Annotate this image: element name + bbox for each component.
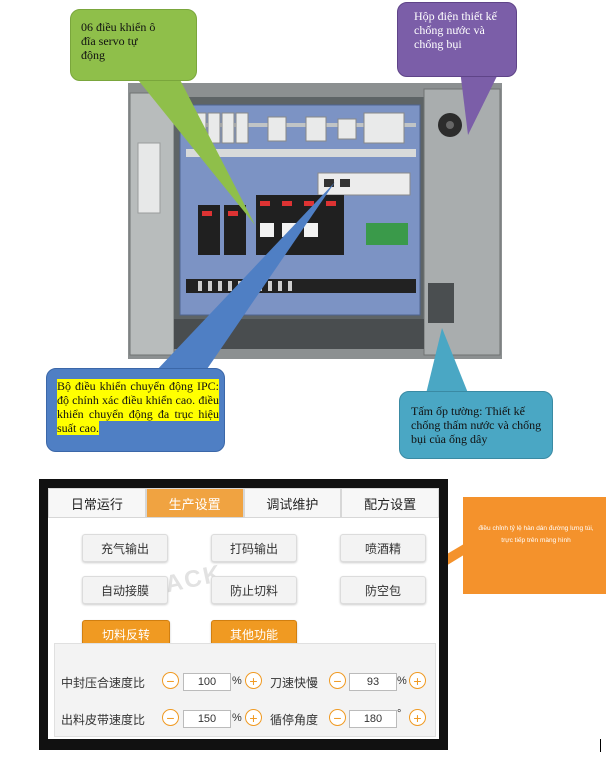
stop-angle-value[interactable]: 180: [349, 710, 397, 728]
hmi-display: 日常运行 生产设置 调试维护 配方设置 P PACK 充气输出 打码输出 喷酒精…: [48, 488, 439, 739]
belt-speed-label: 出料皮带速度比: [61, 713, 146, 727]
purple-pointer: [460, 70, 500, 135]
green-pointer: [130, 70, 255, 225]
belt-speed-unit: %: [232, 712, 242, 724]
callout-wall-panel-text: Tấm ốp tường: Thiết kế chống thấm nước v…: [411, 404, 542, 446]
callout-ipc: Bộ điều khiển chuyển động IPC: độ chính …: [46, 368, 225, 452]
hmi-tab-bar: 日常运行 生产设置 调试维护 配方设置: [48, 488, 439, 518]
stop-angle-label: 循停角度: [270, 713, 319, 727]
note-text: điều chỉnh tỷ lệ hàn dán đường lưng túi,…: [478, 525, 594, 544]
knife-speed-minus-icon[interactable]: −: [329, 672, 346, 689]
electrical-cabinet-photo: [128, 83, 502, 359]
knife-speed-value[interactable]: 93: [349, 673, 397, 691]
anti-cut-button[interactable]: 防止切料: [211, 576, 297, 604]
knife-speed-unit: %: [397, 675, 407, 687]
callout-servo: 06 điều khiển ô đĩa servo tự động: [70, 9, 197, 81]
tab-production-settings[interactable]: 生产设置: [145, 488, 244, 518]
stop-angle-unit: °: [397, 708, 402, 720]
seal-speed-label: 中封压合速度比: [61, 676, 146, 690]
belt-speed-plus-icon[interactable]: +: [245, 709, 262, 726]
tab-recipe-settings[interactable]: 配方设置: [341, 488, 439, 518]
knife-speed-label: 刀速快慢: [270, 676, 319, 690]
callout-electrical-box-text: Hộp điện thiết kế chống nước và chống bụ…: [414, 9, 497, 51]
text-caret: [600, 739, 601, 752]
hmi-screen-photo: 日常运行 生产设置 调试维护 配方设置 P PACK 充气输出 打码输出 喷酒精…: [39, 479, 448, 750]
seal-speed-unit: %: [232, 675, 242, 687]
inflate-output-button[interactable]: 充气输出: [82, 534, 168, 562]
belt-speed-minus-icon[interactable]: −: [162, 709, 179, 726]
teal-pointer: [425, 328, 470, 398]
spray-alcohol-button[interactable]: 喷酒精: [340, 534, 426, 562]
callout-electrical-box: Hộp điện thiết kế chống nước và chống bụ…: [397, 2, 517, 77]
tab-debug-maintenance[interactable]: 调试维护: [243, 488, 342, 518]
tab-daily-run[interactable]: 日常运行: [48, 488, 146, 518]
anti-empty-bag-button[interactable]: 防空包: [340, 576, 426, 604]
belt-speed-value[interactable]: 150: [183, 710, 231, 728]
print-output-button[interactable]: 打码输出: [211, 534, 297, 562]
stop-angle-plus-icon[interactable]: +: [409, 709, 426, 726]
seal-speed-minus-icon[interactable]: −: [162, 672, 179, 689]
callout-servo-text: 06 điều khiển ô đĩa servo tự động: [81, 20, 156, 62]
seal-speed-value[interactable]: 100: [183, 673, 231, 691]
knife-speed-plus-icon[interactable]: +: [409, 672, 426, 689]
callout-wall-panel: Tấm ốp tường: Thiết kế chống thấm nước v…: [399, 391, 553, 459]
stop-angle-minus-icon[interactable]: −: [329, 709, 346, 726]
seal-speed-plus-icon[interactable]: +: [245, 672, 262, 689]
note-box: điều chỉnh tỷ lệ hàn dán đường lưng túi,…: [463, 497, 606, 594]
blue-pointer: [155, 182, 335, 372]
auto-splice-button[interactable]: 自动接膜: [82, 576, 168, 604]
callout-ipc-text: Bộ điều khiển chuyển động IPC: độ chính …: [57, 379, 219, 435]
parameter-panel: 中封压合速度比 − 100 % + 刀速快慢 − 93 % + 出料皮带速度比 …: [54, 643, 436, 737]
